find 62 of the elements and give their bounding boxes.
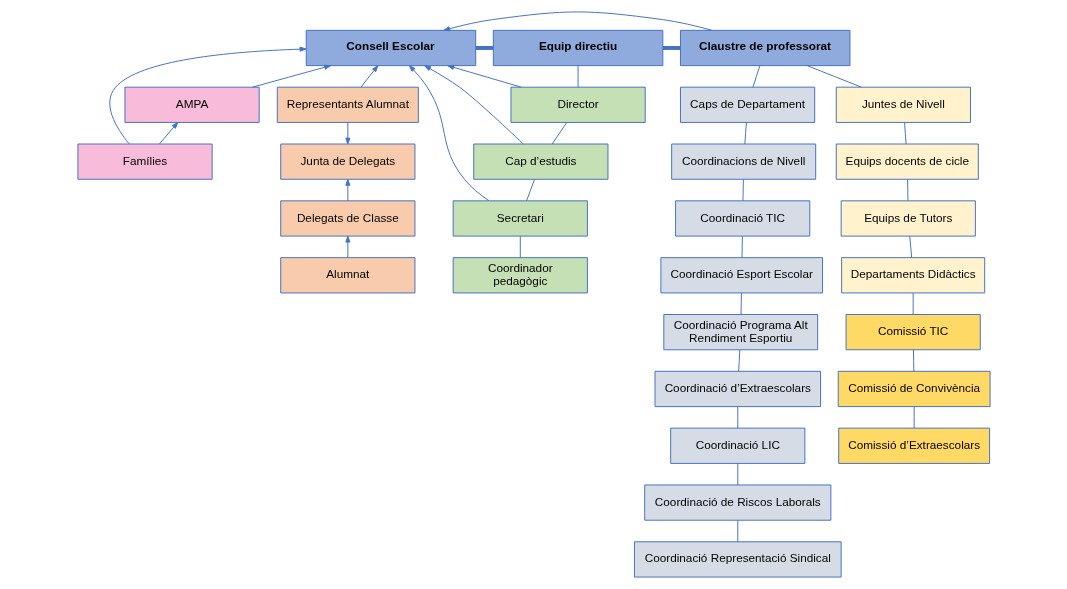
- connector: [740, 292, 742, 315]
- connector: [742, 178, 744, 202]
- node-box: Coordinació d’Extraescolars: [654, 370, 821, 408]
- node-box: Delegats de Classe: [279, 200, 415, 237]
- node-box: AMPA: [123, 86, 260, 123]
- connector: [743, 122, 747, 145]
- node-box: Coordinador pedagògic: [452, 257, 588, 294]
- connector: [741, 235, 743, 259]
- connector: [912, 292, 914, 315]
- arrow: [251, 64, 331, 88]
- connector: [806, 65, 862, 88]
- arrow: [423, 65, 524, 145]
- arrow: [408, 65, 489, 202]
- connector: [751, 65, 760, 88]
- node-box: Equips docents de cicle: [835, 143, 979, 180]
- connector: [475, 46, 493, 50]
- arrow: [158, 122, 178, 145]
- node-box: Famílies: [76, 143, 213, 180]
- node-box: Coordinació TIC: [674, 200, 810, 237]
- node-box: Junta de Delegats: [279, 143, 415, 180]
- node-box: Coordinació Esport Escolar: [659, 257, 823, 294]
- node-box: Secretari: [452, 200, 588, 237]
- connector: [903, 122, 907, 145]
- connector: [551, 122, 567, 145]
- node-box: Alumnat: [279, 257, 415, 294]
- connector: [736, 463, 738, 486]
- node-box: Comissió d’Extraescolars: [837, 427, 990, 464]
- arrow: [344, 235, 350, 259]
- connector: [913, 406, 915, 429]
- node-box: Comissió TIC: [845, 314, 981, 351]
- node-box: Equips de Tutors: [840, 200, 976, 237]
- connector: [519, 235, 521, 259]
- connector: [912, 349, 914, 372]
- connector: [737, 349, 740, 372]
- node-box: Equip directiu: [492, 29, 663, 67]
- connector: [908, 235, 912, 259]
- arrow: [442, 11, 712, 32]
- node-box: Coordinació LIC: [669, 427, 805, 464]
- node-box: Comissió de Convivència: [837, 370, 991, 408]
- connector: [662, 46, 680, 50]
- node-box: Departaments Didàctics: [840, 257, 985, 294]
- node-box: Coordinació de Riscos Laborals: [643, 484, 831, 521]
- node-box: Coordinacions de Nivell: [670, 143, 816, 180]
- node-box: Coordinació Programa Alt Rendiment Esportiu: [662, 314, 818, 351]
- node-box: Representants Alumnat: [276, 86, 419, 123]
- arrow: [359, 65, 378, 88]
- arrow: [344, 178, 350, 202]
- connector: [736, 519, 738, 543]
- arrow: [344, 122, 350, 145]
- node-box: Caps de Departament: [679, 86, 815, 123]
- node-box: Consell Escolar: [305, 29, 476, 67]
- node-box: Claustre de professorat: [679, 29, 850, 67]
- connector: [577, 65, 579, 88]
- connector: [525, 178, 535, 202]
- node-box: Cap d’estudis: [472, 143, 608, 180]
- node-box: Director: [510, 86, 646, 123]
- arrow: [446, 64, 522, 88]
- arrow: [108, 46, 306, 145]
- connector: [906, 178, 908, 202]
- connector: [736, 406, 738, 429]
- node-box: Juntes de Nivell: [835, 86, 971, 123]
- node-box: Coordinació Representació Sindical: [633, 541, 842, 578]
